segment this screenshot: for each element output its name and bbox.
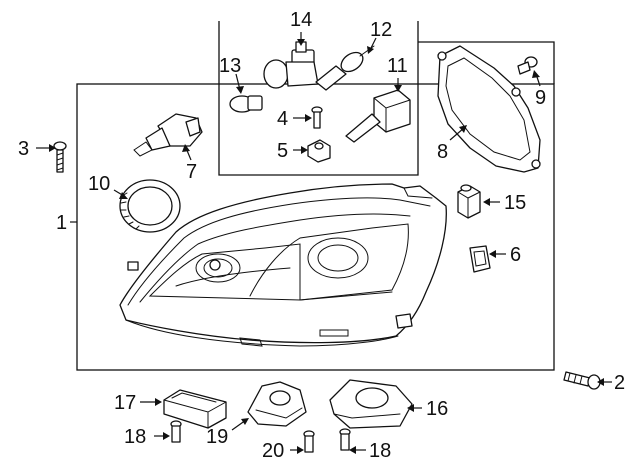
housing-cover [437,45,541,173]
callout-15: 15 [504,192,526,214]
callout-2: 2 [614,372,625,394]
screw-18-right [339,428,351,451]
callout-16: 16 [426,398,448,420]
callout-labels: 1 2 3 4 5 6 7 8 9 10 11 12 13 14 15 16 1… [18,9,625,462]
ballast-16 [329,379,413,429]
clip-6 [469,245,491,273]
bulb-socket [133,113,203,157]
cover-group-box [418,41,555,84]
bulb-12 [315,45,375,91]
callout-14: 14 [290,9,312,31]
callout-17: 17 [114,392,136,414]
callout-13: 13 [219,55,241,77]
screw-18-left [170,420,182,443]
callout-9: 9 [535,87,546,109]
bolt-2 [563,371,601,390]
callout-18-right: 18 [369,440,391,462]
callout-4: 4 [277,108,288,130]
actuator-15 [457,184,481,219]
ballast-bracket-19 [247,381,307,427]
clip-5 [307,139,331,163]
callout-18-left: 18 [124,426,146,448]
leader-lines [36,32,612,454]
screw-9 [517,56,538,75]
xenon-bulb [345,89,411,143]
callout-10: 10 [88,173,110,195]
callout-19: 19 [206,426,228,448]
callout-1: 1 [56,212,67,234]
callout-8: 8 [437,141,448,163]
bulb-group-box [218,21,419,176]
screw-3 [53,141,67,173]
callout-11: 11 [387,55,408,77]
callout-5: 5 [277,140,288,162]
callout-7: 7 [186,161,197,183]
callout-12: 12 [370,19,392,41]
callout-20: 20 [262,440,284,462]
control-module-17 [163,389,227,429]
screw-4 [311,106,323,129]
screw-20 [303,430,315,453]
callout-6: 6 [510,244,521,266]
headlamp-housing [119,183,447,347]
bulb-13 [229,95,263,113]
headlamp-retaining-ring [119,179,181,233]
bulb-14 [263,41,319,89]
callout-3: 3 [18,138,29,160]
